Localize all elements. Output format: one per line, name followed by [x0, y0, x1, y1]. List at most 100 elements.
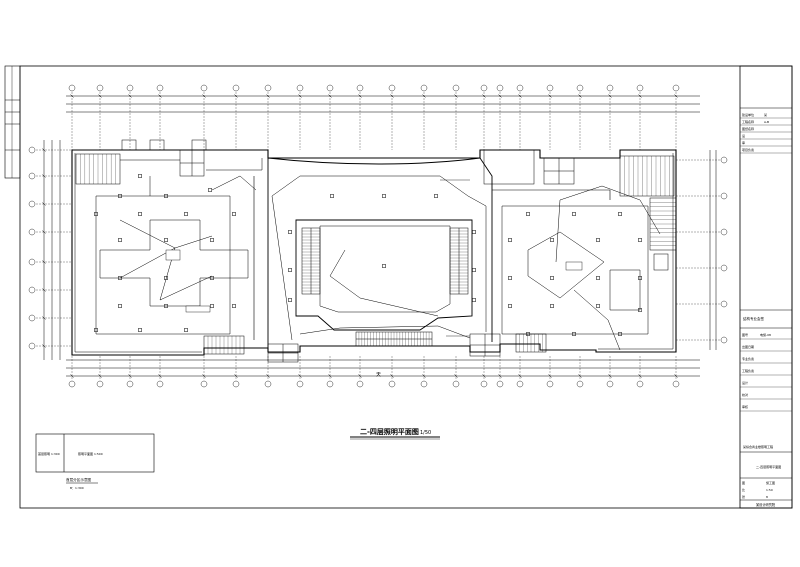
- core-top-right: [483, 149, 675, 197]
- tb-sheet-name: 二-四层照明平面图: [756, 464, 781, 469]
- core-bottom-right: [469, 333, 547, 357]
- axis-bubble: [452, 380, 460, 388]
- dim-tick: [266, 374, 270, 378]
- light-fixture: [210, 238, 214, 242]
- left-dimension-lines: [43, 140, 61, 360]
- dim-tick: [358, 94, 362, 98]
- light-fixture: [508, 276, 512, 280]
- light-fixture: [472, 230, 476, 234]
- dim-tick: [234, 94, 238, 98]
- axis-bubble: [388, 380, 396, 388]
- dim-tick: [454, 374, 458, 378]
- dim-tick: [454, 94, 458, 98]
- dim-tick: [202, 374, 206, 378]
- dim-tick: [608, 374, 612, 378]
- axis-bubble: [576, 380, 584, 388]
- light-fixture: [596, 276, 600, 280]
- tb-mid-label: 结构专业会签: [743, 316, 764, 321]
- dim-tick: [42, 260, 46, 264]
- tb-row-label: 审: [742, 140, 745, 145]
- light-fixture: [638, 238, 642, 242]
- dim-tick: [548, 374, 552, 378]
- light-fixture: [118, 238, 122, 242]
- dim-tick: [498, 374, 502, 378]
- right-dimension-lines: [709, 150, 717, 350]
- axis-bubble: [720, 156, 728, 164]
- dim-tick: [42, 344, 46, 348]
- light-fixture: [526, 332, 530, 336]
- tb-stage-value: 施工图: [766, 480, 775, 485]
- axis-bubble: [28, 172, 36, 180]
- light-fixture: [210, 304, 214, 308]
- dim-tick: [518, 94, 522, 98]
- light-fixture: [232, 212, 236, 216]
- axis-bubble: [356, 84, 364, 92]
- dim-tick: [42, 202, 46, 206]
- axis-bubble: [264, 84, 272, 92]
- dim-tick: [202, 94, 206, 98]
- light-fixture: [638, 308, 642, 312]
- dim-tick: [638, 374, 642, 378]
- stair-right: [649, 197, 677, 271]
- tb-stage-label: 图: [742, 481, 745, 485]
- dim-tick: [328, 374, 332, 378]
- key-plan-subcaption: B：1:300: [70, 486, 84, 490]
- axis-bubble: [126, 380, 134, 388]
- dim-tick: [266, 94, 270, 98]
- tb-lower-label: 专业负责: [742, 356, 754, 361]
- tb-lower-label: 出图日期: [742, 344, 754, 349]
- escalator-bottom: [355, 331, 433, 347]
- tb-lower-label: 图号: [742, 332, 748, 337]
- floor-plan: [28, 84, 728, 388]
- axis-bubble: [156, 84, 164, 92]
- bottom-dimension-lines: [66, 359, 700, 377]
- axis-bubble: [636, 84, 644, 92]
- axis-bubble: [480, 84, 488, 92]
- dim-tick: [42, 148, 46, 152]
- light-fixture: [434, 194, 438, 198]
- dim-tick: [638, 94, 642, 98]
- axis-bubble: [720, 336, 728, 344]
- dim-tick: [328, 94, 332, 98]
- light-fixture: [550, 238, 554, 242]
- dim-tick: [608, 94, 612, 98]
- tb-lower-label: 设计: [742, 380, 748, 385]
- light-fixture: [138, 174, 142, 178]
- dim-tick: [298, 94, 302, 98]
- light-fixtures: [94, 174, 642, 336]
- axis-bubble: [232, 380, 240, 388]
- dim-tick: [98, 94, 102, 98]
- drawing-title-block: 二-四层照明平面图 1/50: [350, 427, 440, 440]
- light-fixture: [164, 194, 168, 198]
- escalator-right: [449, 227, 469, 295]
- axis-bubble: [296, 84, 304, 92]
- axis-bubble: [326, 84, 334, 92]
- light-fixture: [184, 328, 188, 332]
- axis-bubble: [200, 380, 208, 388]
- tb-lower-label: 工程负责: [742, 368, 754, 373]
- tb-stage-label: 张: [742, 494, 745, 499]
- dim-tick: [128, 94, 132, 98]
- dim-tick: [358, 374, 362, 378]
- axis-bubble: [672, 380, 680, 388]
- light-fixture: [184, 212, 188, 216]
- light-fixture: [164, 304, 168, 308]
- tb-project-line: 某综合商业楼照明工程: [743, 444, 773, 449]
- light-fixture: [164, 276, 168, 280]
- core-top-left: [75, 139, 263, 185]
- tb-row-label: 设: [742, 133, 745, 138]
- light-fixture: [472, 268, 476, 272]
- axis-bubble: [516, 84, 524, 92]
- light-fixture: [508, 238, 512, 242]
- light-fixture: [638, 276, 642, 280]
- tb-row-label: 工程名称: [742, 119, 754, 124]
- light-fixture: [118, 276, 122, 280]
- axis-bubble: [496, 380, 504, 388]
- core-bottom-left: [203, 335, 299, 363]
- dim-tick: [298, 374, 302, 378]
- dim-tick: [42, 174, 46, 178]
- light-fixture: [472, 298, 476, 302]
- light-fixture: [382, 264, 386, 268]
- dim-tick: [422, 94, 426, 98]
- margin-strip: [4, 65, 21, 179]
